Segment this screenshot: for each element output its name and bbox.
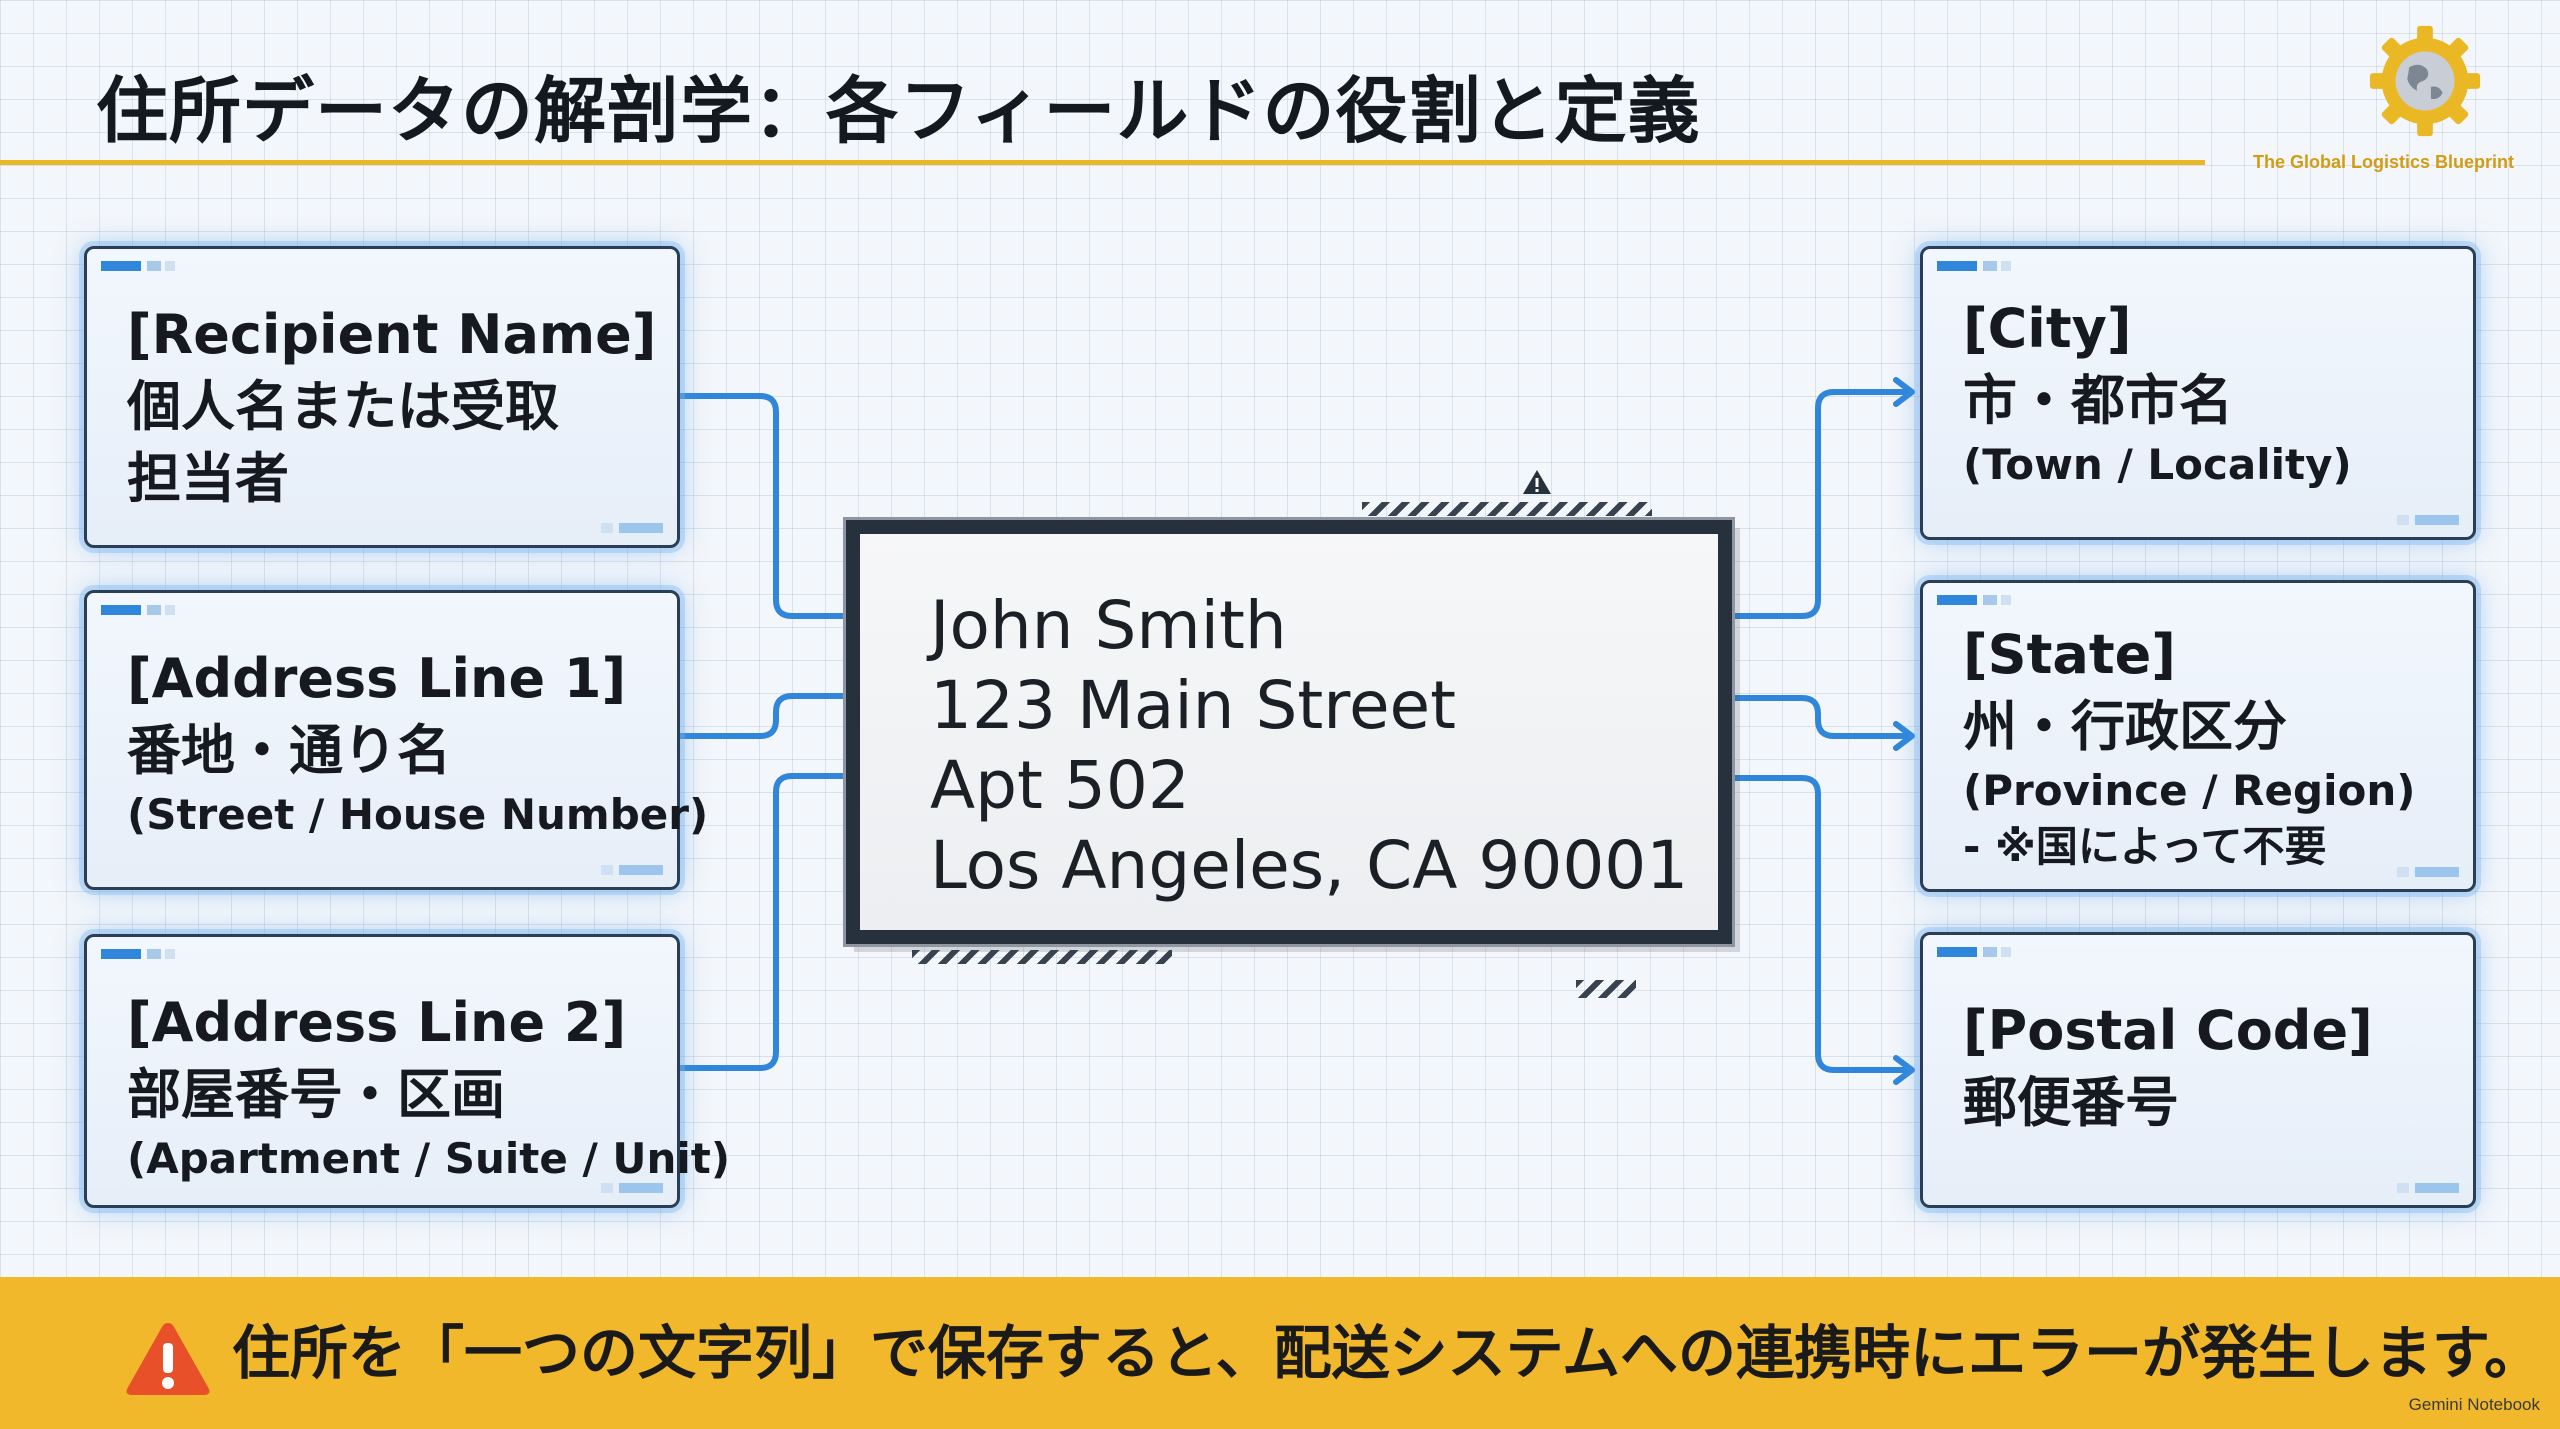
- title-underline: [0, 160, 2205, 165]
- field-description-en: (Province / Region): [1963, 766, 2416, 815]
- field-card-address-line-1: [Address Line 1] 番地・通り名 (Street / House …: [84, 590, 709, 890]
- address-card: John Smith 123 Main Street Apt 502 Los A…: [846, 520, 1732, 944]
- warning-banner: 住所を「一つの文字列」で保存すると、配送システムへの連携時にエラーが発生します。…: [0, 1277, 2560, 1429]
- field-description-en: (Apartment / Suite / Unit): [127, 1134, 731, 1183]
- field-description-en: (Town / Locality): [1963, 440, 2352, 489]
- connector-address-line-1: [677, 693, 879, 739]
- field-description-jp: 市・都市名: [1963, 369, 2233, 432]
- address-label: John Smith 123 Main Street Apt 502 Los A…: [806, 458, 1766, 998]
- warning-icon: [126, 1323, 210, 1395]
- field-description-jp: 番地・通り名: [127, 719, 451, 782]
- watermark: Gemini Notebook: [2408, 1395, 2540, 1414]
- field-tag: [Postal Code]: [1963, 999, 2373, 1062]
- field-tag: [State]: [1963, 623, 2176, 686]
- page-title: 住所データの解剖学：各フィールドの役割と定義: [96, 69, 1701, 153]
- field-card-postal-code: [Postal Code] 郵便番号: [1920, 932, 2476, 1208]
- field-tag: [Address Line 1]: [127, 647, 627, 710]
- field-description-jp: 州・行政区分: [1963, 695, 2287, 758]
- field-description-jp: 部屋番号・区画: [127, 1063, 505, 1126]
- field-card-state: [State] 州・行政区分 (Province / Region) - ※国に…: [1920, 580, 2476, 892]
- field-tag: [Address Line 2]: [127, 991, 627, 1054]
- connector-address-line-2: [677, 773, 879, 1071]
- brand-name: The Global Logistics Blueprint: [2252, 152, 2514, 172]
- address-line-street: 123 Main Street: [930, 667, 1457, 744]
- field-tag: [City]: [1963, 297, 2132, 360]
- field-card-recipient-name: [Recipient Name] 個人名または受取担当者: [84, 246, 680, 548]
- gear-globe-icon: [2369, 25, 2481, 137]
- field-card-city: [City] 市・都市名 (Town / Locality): [1920, 246, 2476, 540]
- warning-icon: [1523, 470, 1551, 494]
- connector-state: [1451, 695, 1911, 739]
- field-description-jp: 個人名または受取担当者: [127, 375, 559, 510]
- connector-recipient-name: [677, 393, 879, 619]
- field-note: - ※国によって不要: [1963, 822, 2327, 871]
- field-description-en: (Street / House Number): [127, 790, 709, 839]
- address-line-name: John Smith: [930, 587, 1287, 664]
- connector-city: [1303, 389, 1911, 619]
- address-line-city-state-zip: Los Angeles, CA 90001: [930, 827, 1689, 904]
- field-tag: [Recipient Name]: [127, 303, 657, 366]
- warning-message: 住所を「一つの文字列」で保存すると、配送システムへの連携時にエラーが発生します。: [232, 1319, 2543, 1387]
- connector-postal-code: [1191, 775, 1911, 1073]
- address-line-apt: Apt 502: [930, 747, 1190, 824]
- field-description-jp: 郵便番号: [1963, 1071, 2179, 1134]
- field-card-address-line-2: [Address Line 2] 部屋番号・区画 (Apartment / Su…: [84, 934, 731, 1208]
